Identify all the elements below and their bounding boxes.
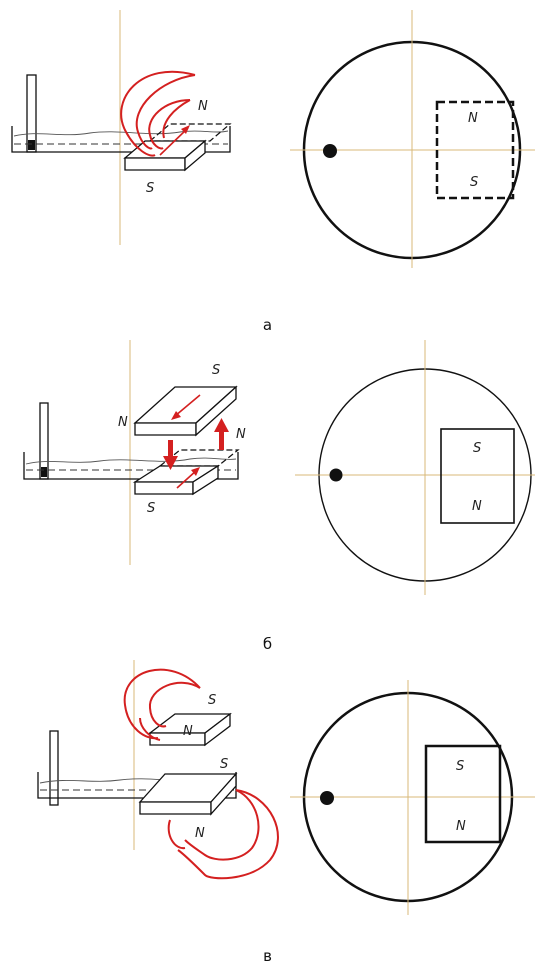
lower-field-inner [184, 789, 260, 861]
field-line-inner [148, 99, 191, 150]
field-arrow-head [181, 125, 190, 134]
upper-magnet-side [195, 385, 237, 437]
panel-a: N S N S а [0, 0, 535, 334]
tray [11, 126, 231, 153]
magnet-outline [440, 428, 515, 524]
label-n-right: N [236, 427, 246, 442]
field-line-outer-inner [135, 74, 196, 150]
field-arrow [159, 127, 189, 156]
label-n: N [198, 99, 208, 114]
magnet-outline-dashed [435, 100, 515, 200]
lower-field-tail [167, 819, 186, 850]
panel-b-figure: S N N S S N [23, 340, 535, 595]
dot-marker [329, 468, 343, 482]
label-s: S [146, 181, 154, 196]
upper-magnet-front [134, 422, 197, 436]
lower-magnet-side [210, 772, 237, 816]
magnet-outline [424, 744, 502, 844]
dashed-magnet [148, 123, 232, 142]
magnet-front-face [124, 157, 186, 171]
tube-liquid [41, 467, 47, 477]
panel-v-figure: S N S N S N [37, 660, 535, 915]
upper-field-inner [148, 681, 201, 728]
label-n-lower: N [195, 826, 205, 841]
magnet-side-face [184, 139, 206, 172]
view-pole-top: N [468, 111, 478, 126]
lower-magnet-front [139, 801, 212, 815]
upper-field-outer [123, 668, 201, 740]
caption-b: б [262, 635, 273, 653]
tube [49, 730, 59, 806]
lower-field-outer [177, 789, 279, 880]
view-pole-bottom: S [470, 175, 478, 190]
dot-marker [323, 144, 337, 158]
label-s-top: S [212, 363, 220, 378]
panel-a-figure: N S N S [11, 10, 535, 268]
panel-b: S N N S S N б [0, 330, 535, 653]
down-arrow-shaft [168, 440, 173, 458]
upper-field-tail [139, 717, 161, 741]
field-line-inner-2 [162, 99, 191, 139]
view-pole-bottom: N [456, 819, 466, 834]
up-arrow-shaft [219, 430, 224, 450]
wave-line [25, 457, 237, 465]
tube-liquid [28, 140, 35, 150]
tray [23, 452, 239, 480]
view-pole-top: S [456, 759, 464, 774]
view-pole-top: S [473, 441, 481, 456]
field-line-outer [120, 70, 196, 157]
label-s-upper-right: S [208, 693, 216, 708]
upper-arrow [174, 394, 201, 417]
view-pole-bottom: N [472, 499, 482, 514]
upper-arrow-head [171, 411, 181, 420]
caption-v: в [263, 947, 272, 965]
label-n-left: N [118, 415, 128, 430]
caption-a: а [262, 316, 273, 334]
panel-v: S N S N S N в [0, 650, 535, 966]
down-arrow-head [163, 456, 178, 470]
label-s-lower-right: S [220, 757, 228, 772]
dot-marker [320, 791, 334, 805]
label-s-bottom: S [147, 501, 155, 516]
upper-magnet-side [204, 712, 231, 747]
lower-magnet-front [134, 481, 194, 495]
lower-magnet-side [192, 464, 219, 496]
wave-line [13, 130, 229, 137]
lower-arrow-head [191, 467, 200, 476]
up-arrow-head [214, 418, 229, 432]
label-n-upper: N [183, 724, 193, 739]
